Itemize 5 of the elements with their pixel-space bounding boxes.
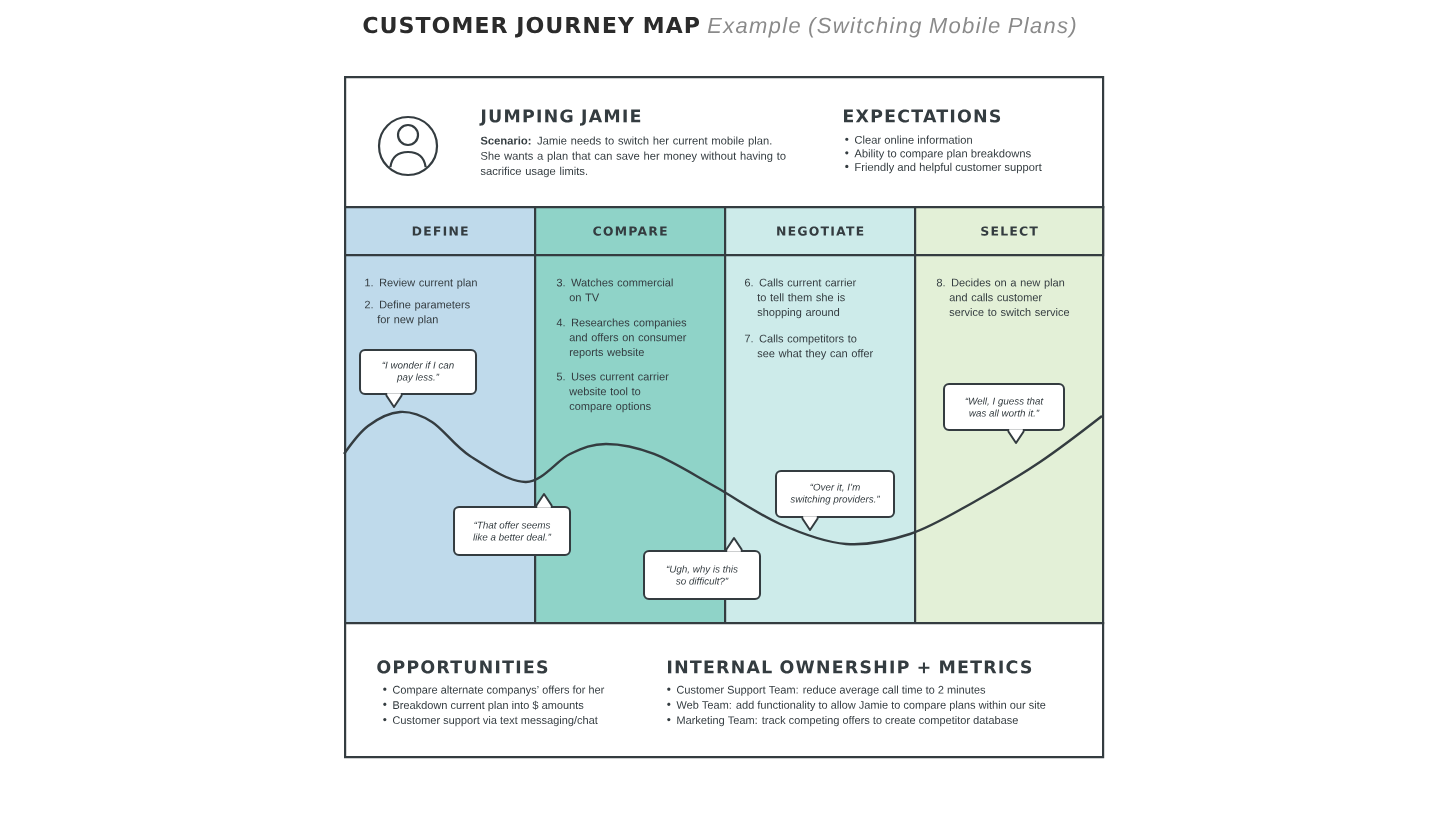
- title: CUSTOMER JOURNEY MAP Example (Switching Mobile Plans): [363, 16, 1076, 38]
- heading: INTERNAL OWNERSHIP + METRICS: [668, 660, 1032, 674]
- heading: OPPORTUNITIES: [377, 660, 548, 674]
- heading: JUMPING JAMIE: [479, 109, 641, 126]
- heading: EXPECTATIONS: [844, 109, 1001, 123]
